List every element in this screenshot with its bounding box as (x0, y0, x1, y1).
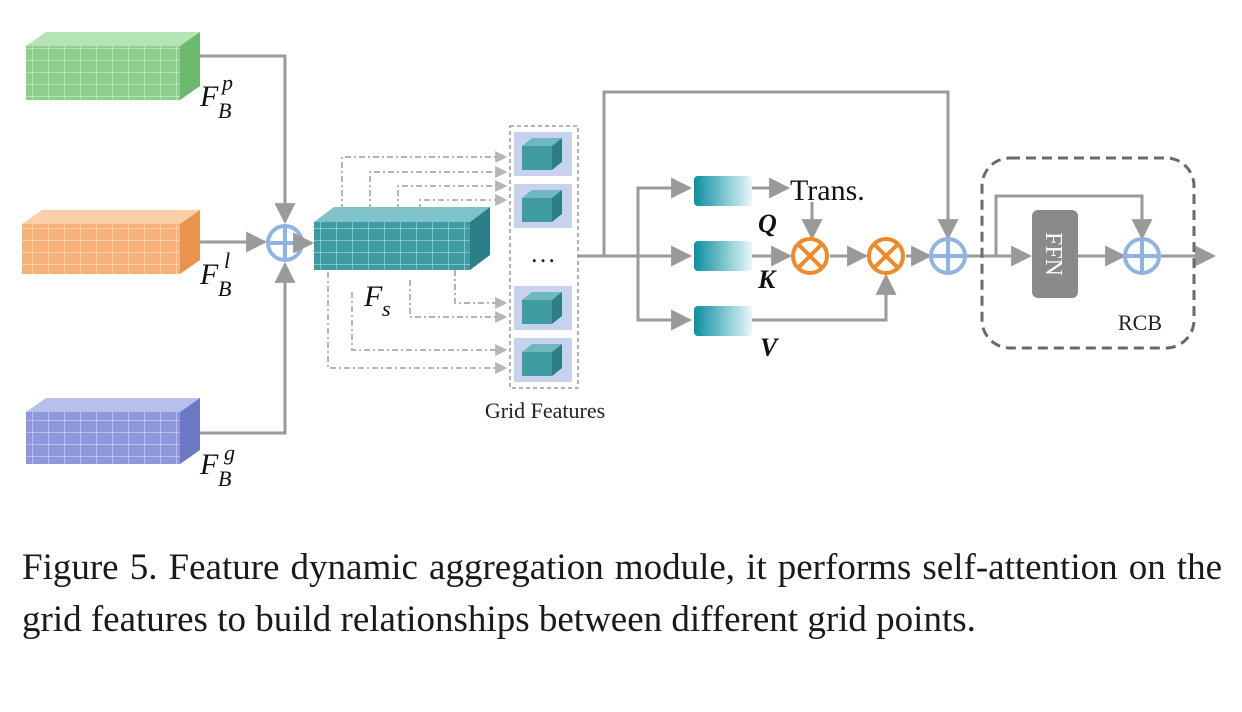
grid-cube-2 (514, 184, 572, 228)
k-projection-box (694, 241, 752, 271)
rcb-box (980, 156, 1196, 350)
fused-block-fs (314, 207, 490, 270)
label-fs: Fs (363, 280, 391, 321)
grid-cube-1 (514, 132, 572, 176)
voxel-block-g (26, 398, 200, 464)
multiply-circle-1 (791, 237, 829, 275)
multiply-circle-2 (867, 237, 905, 275)
add-circle-2 (929, 237, 967, 275)
add-circle-1 (266, 224, 304, 262)
add-circle-3 (1123, 237, 1161, 275)
trans-label: Trans. (790, 174, 865, 207)
sampling-arrows (327, 151, 508, 374)
voxel-block-p (26, 32, 200, 100)
figure-caption: Figure 5. Feature dynamic aggregation mo… (22, 547, 1222, 640)
label-v: V (760, 333, 780, 362)
label-fbl: FBl (199, 248, 231, 301)
diagram: FBp FBl FBg Fs (22, 32, 1217, 491)
rcb-label: RCB (1118, 310, 1162, 335)
v-projection-box (694, 306, 752, 336)
label-fbg: FBg (199, 440, 235, 491)
attention-flow (578, 90, 1217, 331)
ffn-label: FFN (1040, 232, 1066, 276)
q-projection-box (694, 176, 752, 206)
voxel-block-l (22, 210, 200, 274)
grid-cube-3 (514, 286, 572, 330)
grid-cube-4 (514, 338, 572, 382)
ffn-box (1032, 210, 1078, 298)
input-arrows (200, 54, 296, 435)
label-q: Q (758, 209, 777, 238)
label-k: K (757, 265, 777, 294)
grid-features-label: Grid Features (485, 398, 605, 423)
grid-ellipsis: … (530, 239, 556, 268)
label-fbp: FBp (199, 70, 233, 123)
